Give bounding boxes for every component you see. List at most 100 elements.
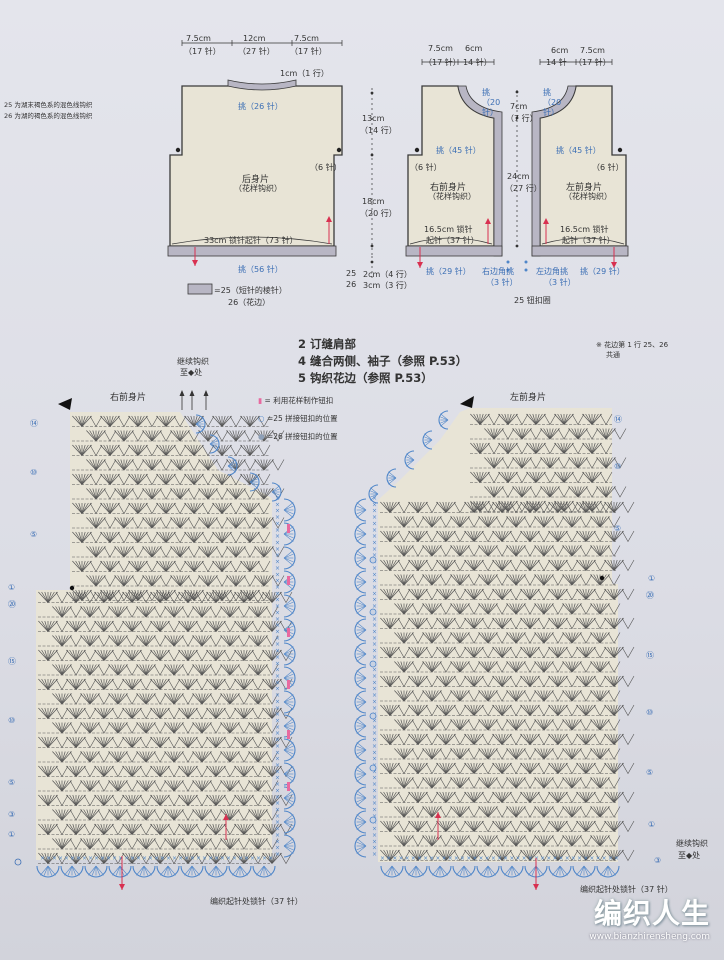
svg-text:×: × (429, 855, 434, 862)
back-h2-rows: （20 行） (360, 209, 397, 218)
back-title: 后身片 (242, 175, 270, 185)
svg-text:×: × (275, 641, 280, 648)
left-row-5b: ⑤ (646, 768, 654, 777)
svg-text:×: × (460, 855, 465, 862)
left-row-14: ⑭ (614, 415, 622, 424)
back-dim-1-cm: 7.5cm (186, 34, 211, 43)
svg-text:×: × (196, 855, 201, 862)
button-marker-3 (287, 680, 290, 689)
svg-text:×: × (372, 718, 377, 725)
svg-text:×: × (372, 787, 377, 794)
back-dim-3-cm: 7.5cm (294, 34, 319, 43)
back-neck-row: 1cm（1 行） (280, 69, 329, 78)
rf-bottom-pick: 挑（29 针） (426, 267, 471, 276)
right-row-1-top: ① (8, 583, 16, 592)
right-row-1: ① (8, 830, 16, 839)
svg-text:×: × (372, 698, 377, 705)
left-chart-body-stitches (380, 501, 635, 862)
rf-neck-pick: 挑（20 针） (482, 88, 501, 117)
svg-text:×: × (372, 800, 377, 807)
svg-text:×: × (522, 855, 527, 862)
button-position-0 (369, 556, 377, 564)
svg-text:×: × (94, 855, 99, 862)
svg-text:×: × (405, 855, 410, 862)
svg-text:×: × (372, 508, 377, 515)
svg-text:×: × (275, 546, 280, 553)
svg-text:×: × (124, 855, 129, 862)
svg-text:×: × (454, 855, 459, 862)
svg-text:×: × (160, 855, 165, 862)
rf-chain-cm: 16.5cm 锁针 (424, 225, 473, 234)
left-row-20: ⑳ (646, 591, 654, 600)
svg-text:×: × (528, 855, 533, 862)
rf-dim-1-cm: 7.5cm (428, 44, 453, 53)
svg-text:×: × (202, 855, 207, 862)
svg-text:×: × (154, 855, 159, 862)
svg-text:×: × (372, 845, 377, 852)
svg-text:×: × (275, 648, 280, 655)
left-chart-arrow-up-head (435, 812, 441, 818)
continue-arrowhead-1 (189, 390, 195, 396)
svg-text:×: × (411, 855, 416, 862)
svg-text:×: × (380, 855, 385, 862)
back-chain: 33cm 锁针起针（73 针） (204, 236, 298, 245)
back-dim-1-st: （17 针） (184, 47, 221, 56)
svg-text:×: × (466, 855, 471, 862)
right-front-shape (405, 85, 503, 268)
svg-text:×: × (372, 597, 377, 604)
svg-text:×: × (256, 855, 261, 862)
svg-text:×: × (275, 520, 280, 527)
svg-text:×: × (262, 855, 267, 862)
svg-text:×: × (372, 514, 377, 521)
svg-text:×: × (372, 673, 377, 680)
rf-subtitle: （花样钩织） (428, 192, 476, 201)
right-bottom-edging (36, 865, 276, 878)
rf-title: 右前身片 (430, 183, 467, 193)
svg-text:×: × (589, 855, 594, 862)
back-foot-25-label: 25 (346, 269, 357, 278)
lf-corner-st: （3 针） (544, 278, 576, 287)
svg-text:×: × (485, 855, 490, 862)
svg-text:×: × (275, 718, 280, 725)
right-corner-circle (14, 858, 22, 866)
svg-text:×: × (372, 546, 377, 553)
svg-text:×: × (275, 616, 280, 623)
svg-text:×: × (275, 705, 280, 712)
legend-button-26: =26 拼接钮扣的位置 (266, 432, 338, 441)
svg-text:×: × (372, 832, 377, 839)
svg-text:×: × (275, 660, 280, 667)
left-row-1: ① (648, 820, 656, 829)
back-h2-cm: 18cm (362, 197, 385, 206)
svg-text:×: × (142, 855, 147, 862)
svg-text:×: × (275, 756, 280, 763)
back-subtitle: （花样钩织） (234, 184, 282, 193)
svg-text:×: × (275, 622, 280, 629)
svg-text:×: × (372, 540, 377, 547)
side-note-26: 26 为湖的褐色系的混色线钩织 (4, 112, 93, 120)
right-row-15: ⑮ (8, 657, 16, 666)
back-piece-shape (167, 79, 343, 266)
svg-text:×: × (546, 855, 551, 862)
svg-text:×: × (372, 679, 377, 686)
left-start-triangle (460, 396, 474, 408)
svg-text:×: × (82, 855, 87, 862)
svg-text:×: × (76, 855, 81, 862)
right-front-sc-row: ××××××××××××××××××××××××××××××××××××××××… (275, 495, 280, 858)
back-dim-3-st: （17 针） (290, 47, 327, 56)
svg-text:×: × (392, 855, 397, 862)
right-chart-lower-stitches (38, 591, 293, 865)
svg-text:×: × (268, 855, 273, 862)
svg-text:×: × (435, 855, 440, 862)
svg-text:×: × (275, 597, 280, 604)
svg-text:×: × (100, 855, 105, 862)
svg-text:×: × (503, 855, 508, 862)
left-front-sc-row: ××××××××××××××××××××××××××××××××××××××××… (372, 495, 377, 858)
svg-text:×: × (275, 743, 280, 750)
svg-text:×: × (608, 855, 613, 862)
svg-text:×: × (417, 855, 422, 862)
lf-title: 左前身片 (566, 183, 603, 193)
left-chart-arrow-down-head (533, 884, 539, 890)
legend-button-pattern: = 利用花样制作钮扣 (264, 396, 334, 405)
svg-text:×: × (372, 749, 377, 756)
svg-text:×: × (275, 667, 280, 674)
